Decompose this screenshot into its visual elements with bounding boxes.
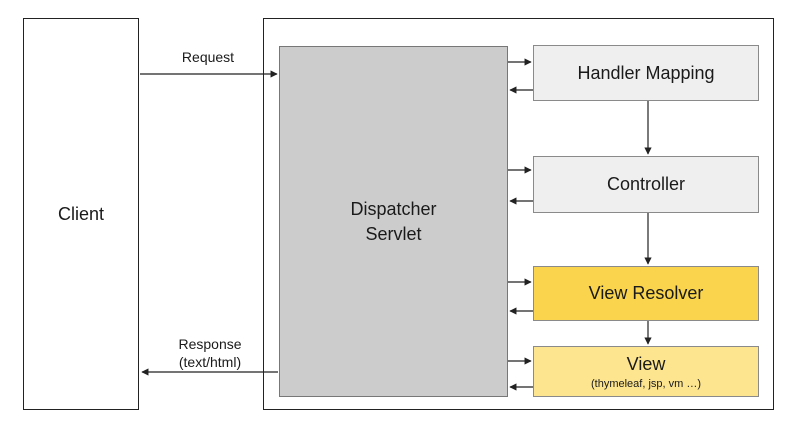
- view-resolver-label: View Resolver: [588, 283, 704, 303]
- response-label-line2: (text/html): [178, 354, 242, 370]
- handler-mapping-label: Handler Mapping: [577, 62, 715, 83]
- view-label: View: [626, 353, 666, 374]
- view-resolver-box: View Resolver: [533, 266, 759, 321]
- controller-box: Controller: [533, 156, 759, 213]
- response-label-line1: Response: [178, 336, 242, 352]
- client-box: Client: [23, 18, 139, 410]
- dispatcher-servlet-box: Dispatcher Servlet: [279, 46, 508, 397]
- view-box: View (thymeleaf, jsp, vm …): [533, 346, 759, 397]
- response-label: Response (text/html): [160, 335, 260, 371]
- client-label: Client: [57, 203, 105, 224]
- view-detail-label: (thymeleaf, jsp, vm …): [590, 377, 702, 390]
- dispatcher-label-line1: Dispatcher: [350, 198, 437, 219]
- controller-label: Controller: [606, 174, 686, 194]
- dispatcher-label-line2: Servlet: [365, 223, 422, 244]
- request-label: Request: [181, 49, 235, 65]
- handler-mapping-box: Handler Mapping: [533, 45, 759, 101]
